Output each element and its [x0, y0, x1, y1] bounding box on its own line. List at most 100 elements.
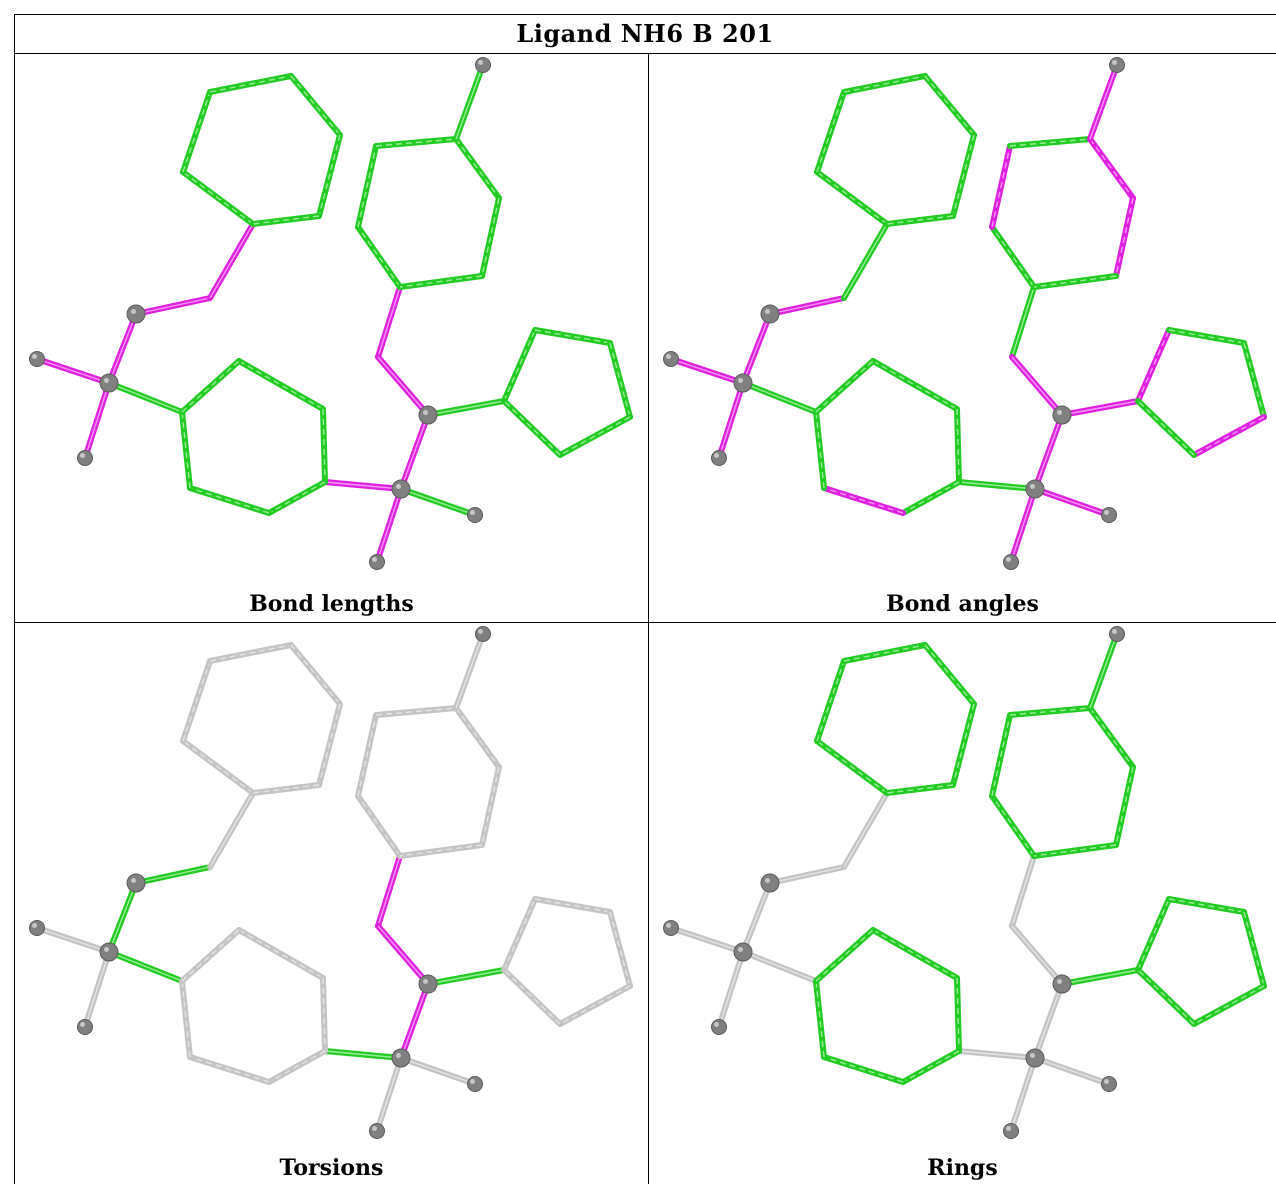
- atom-m: [418, 405, 438, 425]
- bond-17-highlight: [318, 703, 341, 786]
- bond-22-highlight: [189, 487, 270, 514]
- bond-1-highlight: [718, 382, 744, 459]
- column-divider: [648, 54, 649, 1184]
- atom-n1: [126, 873, 146, 893]
- atom-qh2: [369, 1123, 385, 1139]
- bond-15-highlight: [209, 75, 292, 93]
- bond-19-highlight: [872, 929, 958, 979]
- bond-4-highlight: [135, 297, 211, 315]
- atom-shine-a: [104, 378, 109, 383]
- bond-18-highlight: [886, 215, 954, 225]
- bond-31-highlight: [455, 64, 484, 140]
- bond-0-highlight: [36, 927, 110, 953]
- bond-17-highlight: [952, 703, 975, 786]
- atom-shine-b: [666, 354, 671, 359]
- atom-m: [418, 974, 438, 994]
- bond-26-highlight: [357, 145, 377, 228]
- bond-13-highlight: [816, 740, 888, 794]
- atom-qh1: [1101, 1076, 1117, 1092]
- atom-m: [1052, 974, 1072, 994]
- bond-26-highlight: [991, 145, 1011, 228]
- bond-25-highlight: [357, 226, 401, 288]
- bond-10-highlight: [376, 488, 402, 563]
- bond-24-highlight: [815, 360, 874, 413]
- bond-8-highlight: [1034, 983, 1063, 1059]
- atom-m: [1052, 405, 1072, 425]
- bond-9-highlight: [1034, 488, 1110, 516]
- bond-27-highlight: [375, 138, 457, 147]
- bond-22-highlight: [189, 1056, 270, 1083]
- bond-21-highlight: [902, 481, 960, 514]
- bond-6-highlight: [377, 855, 401, 927]
- atom-c: [711, 450, 727, 466]
- atom-n1: [126, 304, 146, 324]
- bond-9-highlight: [1034, 1057, 1110, 1085]
- caption-bond-angles: Bond angles: [886, 591, 1039, 617]
- bond-14-highlight: [182, 660, 211, 742]
- bond-pentagon-2-highlight: [609, 911, 631, 987]
- bond-pentagon-0-highlight: [503, 329, 536, 402]
- bond-0-highlight: [670, 927, 744, 953]
- panel-rings: Rings: [649, 623, 1276, 1184]
- atom-shine-b: [32, 354, 37, 359]
- bond-12-highlight: [1061, 969, 1139, 985]
- molecule-torsions: [29, 626, 633, 1139]
- caption-rings: Rings: [927, 1155, 998, 1181]
- bond-25-highlight: [991, 226, 1035, 288]
- bond-2-highlight: [742, 882, 771, 953]
- atom-shine-q: [1030, 484, 1035, 489]
- bond-12-highlight: [1061, 400, 1139, 416]
- atom-a: [733, 942, 753, 962]
- caption-torsions: Torsions: [279, 1155, 384, 1181]
- atom-top: [1109, 626, 1125, 642]
- bond-3-highlight: [742, 382, 817, 413]
- molecule-bond-lengths: [29, 57, 633, 570]
- bond-15-highlight: [209, 644, 292, 662]
- bond-15-highlight: [843, 644, 926, 662]
- bond-pentagon-2-highlight: [1243, 911, 1265, 987]
- bond-30-highlight: [1033, 275, 1117, 288]
- atom-shine-q: [396, 1053, 401, 1058]
- atom-shine-c: [80, 1022, 85, 1027]
- bond-2-highlight: [742, 313, 771, 384]
- bond-14-highlight: [816, 660, 845, 742]
- bond-29-highlight: [1115, 766, 1134, 846]
- bond-pentagon-4-highlight: [1137, 400, 1195, 456]
- bond-19-highlight: [238, 360, 324, 410]
- bond-1-highlight: [84, 382, 110, 459]
- atom-shine-a: [738, 947, 743, 952]
- bond-6-highlight: [1011, 855, 1035, 927]
- bond-31-highlight: [1089, 633, 1118, 709]
- bond-28-highlight: [1089, 138, 1134, 199]
- bond-pentagon-3-highlight: [559, 416, 631, 456]
- bond-pentagon-4-highlight: [1137, 969, 1195, 1025]
- atom-shine-qh2: [372, 1126, 377, 1131]
- bond-4-highlight: [769, 866, 845, 884]
- row-divider: [14, 622, 1276, 623]
- atom-shine-c: [714, 453, 719, 458]
- bond-3-highlight: [742, 951, 817, 982]
- bond-27-highlight: [1009, 138, 1091, 147]
- bond-5-highlight: [843, 223, 888, 299]
- atom-shine-top: [1112, 60, 1117, 65]
- bond-pentagon-0-highlight: [503, 898, 536, 971]
- bond-26-highlight: [991, 714, 1011, 797]
- atom-shine-qh1: [470, 510, 475, 515]
- atom-shine-qh2: [1006, 1126, 1011, 1131]
- bond-4-highlight: [769, 297, 845, 315]
- bond-20-highlight: [322, 977, 326, 1052]
- atom-shine-qh1: [470, 1079, 475, 1084]
- atom-b: [663, 351, 679, 367]
- bond-20-highlight: [956, 977, 960, 1052]
- atom-shine-top: [1112, 629, 1117, 634]
- atom-qh1: [467, 507, 483, 523]
- atom-shine-c: [80, 453, 85, 458]
- bond-20-highlight: [956, 408, 960, 483]
- bond-25-highlight: [991, 795, 1035, 857]
- atom-b: [29, 920, 45, 936]
- bond-pentagon-4-highlight: [503, 400, 561, 456]
- bond-pentagon-0-highlight: [1137, 898, 1170, 971]
- bond-30-highlight: [399, 275, 483, 288]
- bond-16-highlight: [924, 644, 975, 705]
- bond-1-highlight: [718, 951, 744, 1028]
